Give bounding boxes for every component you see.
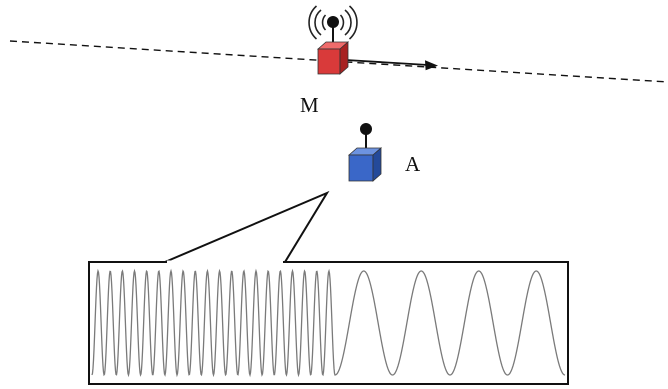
- anchor-node-cube: [347, 147, 383, 182]
- signal-box: [88, 261, 569, 385]
- mobile-node: [316, 16, 350, 75]
- anchor-node: [347, 123, 383, 182]
- antenna-icon: [360, 123, 372, 150]
- radio-waves-icon: [308, 5, 358, 40]
- mobile-node-label: M: [300, 93, 319, 117]
- anchor-node-label: A: [405, 152, 421, 176]
- mobile-node-cube: [316, 41, 350, 75]
- antenna-icon: [327, 16, 339, 45]
- arrow-right-icon: [345, 59, 438, 71]
- signal-waveform: [91, 268, 566, 378]
- callout-pointer: [164, 190, 330, 263]
